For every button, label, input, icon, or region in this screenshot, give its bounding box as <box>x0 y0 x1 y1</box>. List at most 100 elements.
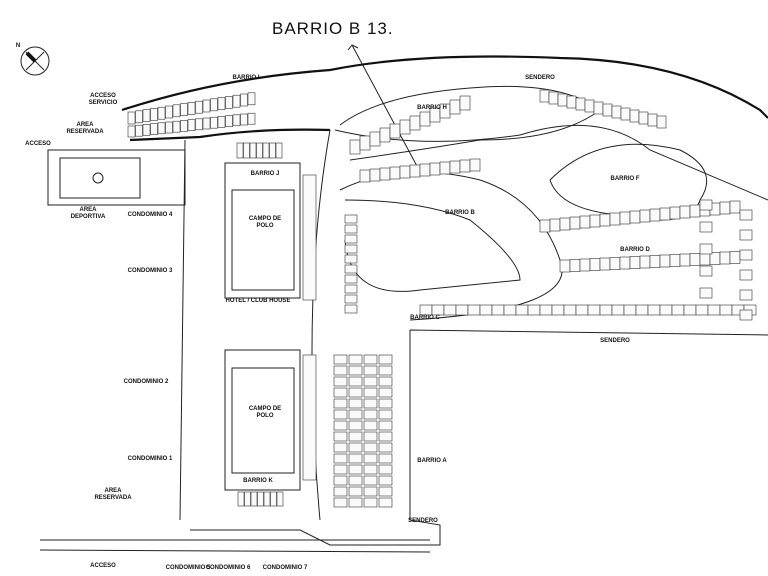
label-campo-polo-1b: POLO <box>256 223 273 229</box>
lot <box>344 274 358 284</box>
lot <box>647 304 661 316</box>
label-area-reservada-2: RESERVADA <box>66 129 104 135</box>
label-acceso-servicio-2: SERVICIO <box>89 100 118 106</box>
lot <box>348 354 363 365</box>
lot <box>491 304 505 316</box>
lot <box>563 304 577 316</box>
lot <box>419 163 431 177</box>
lot <box>333 398 348 409</box>
lot <box>363 464 378 475</box>
lot <box>348 431 363 442</box>
lot <box>270 491 277 507</box>
lot <box>232 94 241 108</box>
lot <box>739 289 753 301</box>
label-campo-polo-2: CAMPO DE <box>249 406 281 412</box>
lot <box>739 209 753 221</box>
label-condominio-3: CONDOMINIO 3 <box>128 268 173 274</box>
lot <box>729 200 741 214</box>
label-area-deportiva-2: DEPORTIVA <box>71 214 106 220</box>
lot <box>629 256 641 269</box>
lot <box>467 304 481 316</box>
lot <box>378 497 393 508</box>
lot <box>344 264 358 274</box>
lot <box>378 376 393 387</box>
lot <box>180 120 188 132</box>
lot <box>378 354 393 365</box>
lot <box>333 431 348 442</box>
label-hotel-club-house: HOTEL / CLUB HOUSE <box>226 298 291 304</box>
lot <box>729 251 741 264</box>
lot <box>344 294 358 304</box>
lot <box>232 114 241 127</box>
lot <box>348 398 363 409</box>
lot <box>172 120 181 133</box>
lot <box>333 475 348 486</box>
lot <box>363 376 378 387</box>
handwritten-annotation: BARRIO B 13. <box>272 19 394 38</box>
lot <box>333 387 348 398</box>
lot <box>202 117 211 130</box>
lot <box>669 206 681 220</box>
lot <box>527 304 541 316</box>
lot <box>236 142 244 159</box>
lot <box>302 354 317 481</box>
lot <box>429 162 441 176</box>
lot <box>378 365 393 376</box>
lot <box>202 99 211 113</box>
lot <box>378 431 393 442</box>
lot <box>551 304 565 316</box>
lot <box>250 491 258 507</box>
lot <box>363 420 378 431</box>
lot <box>629 109 640 123</box>
lot <box>333 453 348 464</box>
lot <box>639 209 651 223</box>
lot <box>584 99 595 113</box>
lot <box>263 491 271 507</box>
lot <box>479 304 493 316</box>
lot <box>379 127 391 143</box>
lot <box>559 217 571 231</box>
lot <box>344 304 358 314</box>
lot <box>256 142 263 159</box>
lot <box>127 111 136 125</box>
lot <box>609 257 621 270</box>
label-area-reservada-south-2: RESERVADA <box>94 495 132 501</box>
lot <box>689 204 701 218</box>
lot <box>569 259 581 272</box>
compass-north-label: N <box>16 43 20 49</box>
lot <box>629 210 641 224</box>
lot <box>378 409 393 420</box>
lot <box>579 258 591 272</box>
lot <box>257 491 264 507</box>
lot <box>135 124 143 137</box>
lot <box>539 219 551 233</box>
lot <box>244 491 251 507</box>
lot <box>659 254 671 268</box>
lot <box>348 475 363 486</box>
lot <box>348 453 363 464</box>
lot <box>599 257 611 271</box>
lot <box>699 287 713 299</box>
lot <box>333 486 348 497</box>
lot <box>649 255 661 268</box>
lot <box>635 304 649 316</box>
label-acceso: ACCESO <box>25 141 51 147</box>
site-boundary <box>121 55 768 142</box>
lot <box>739 309 753 321</box>
lot <box>333 420 348 431</box>
lot <box>469 158 481 172</box>
lot <box>359 135 371 151</box>
lot <box>619 211 631 225</box>
label-condominio-6: CONDOMINIO 6 <box>206 565 251 571</box>
lot <box>559 259 571 273</box>
lot <box>363 442 378 453</box>
lot <box>611 105 622 119</box>
label-campo-polo-2b: POLO <box>256 413 273 419</box>
lot <box>344 224 358 234</box>
lot <box>639 255 651 269</box>
lot <box>363 475 378 486</box>
lot <box>569 216 581 230</box>
lot <box>165 105 173 119</box>
lot <box>557 93 568 107</box>
lot <box>363 409 378 420</box>
